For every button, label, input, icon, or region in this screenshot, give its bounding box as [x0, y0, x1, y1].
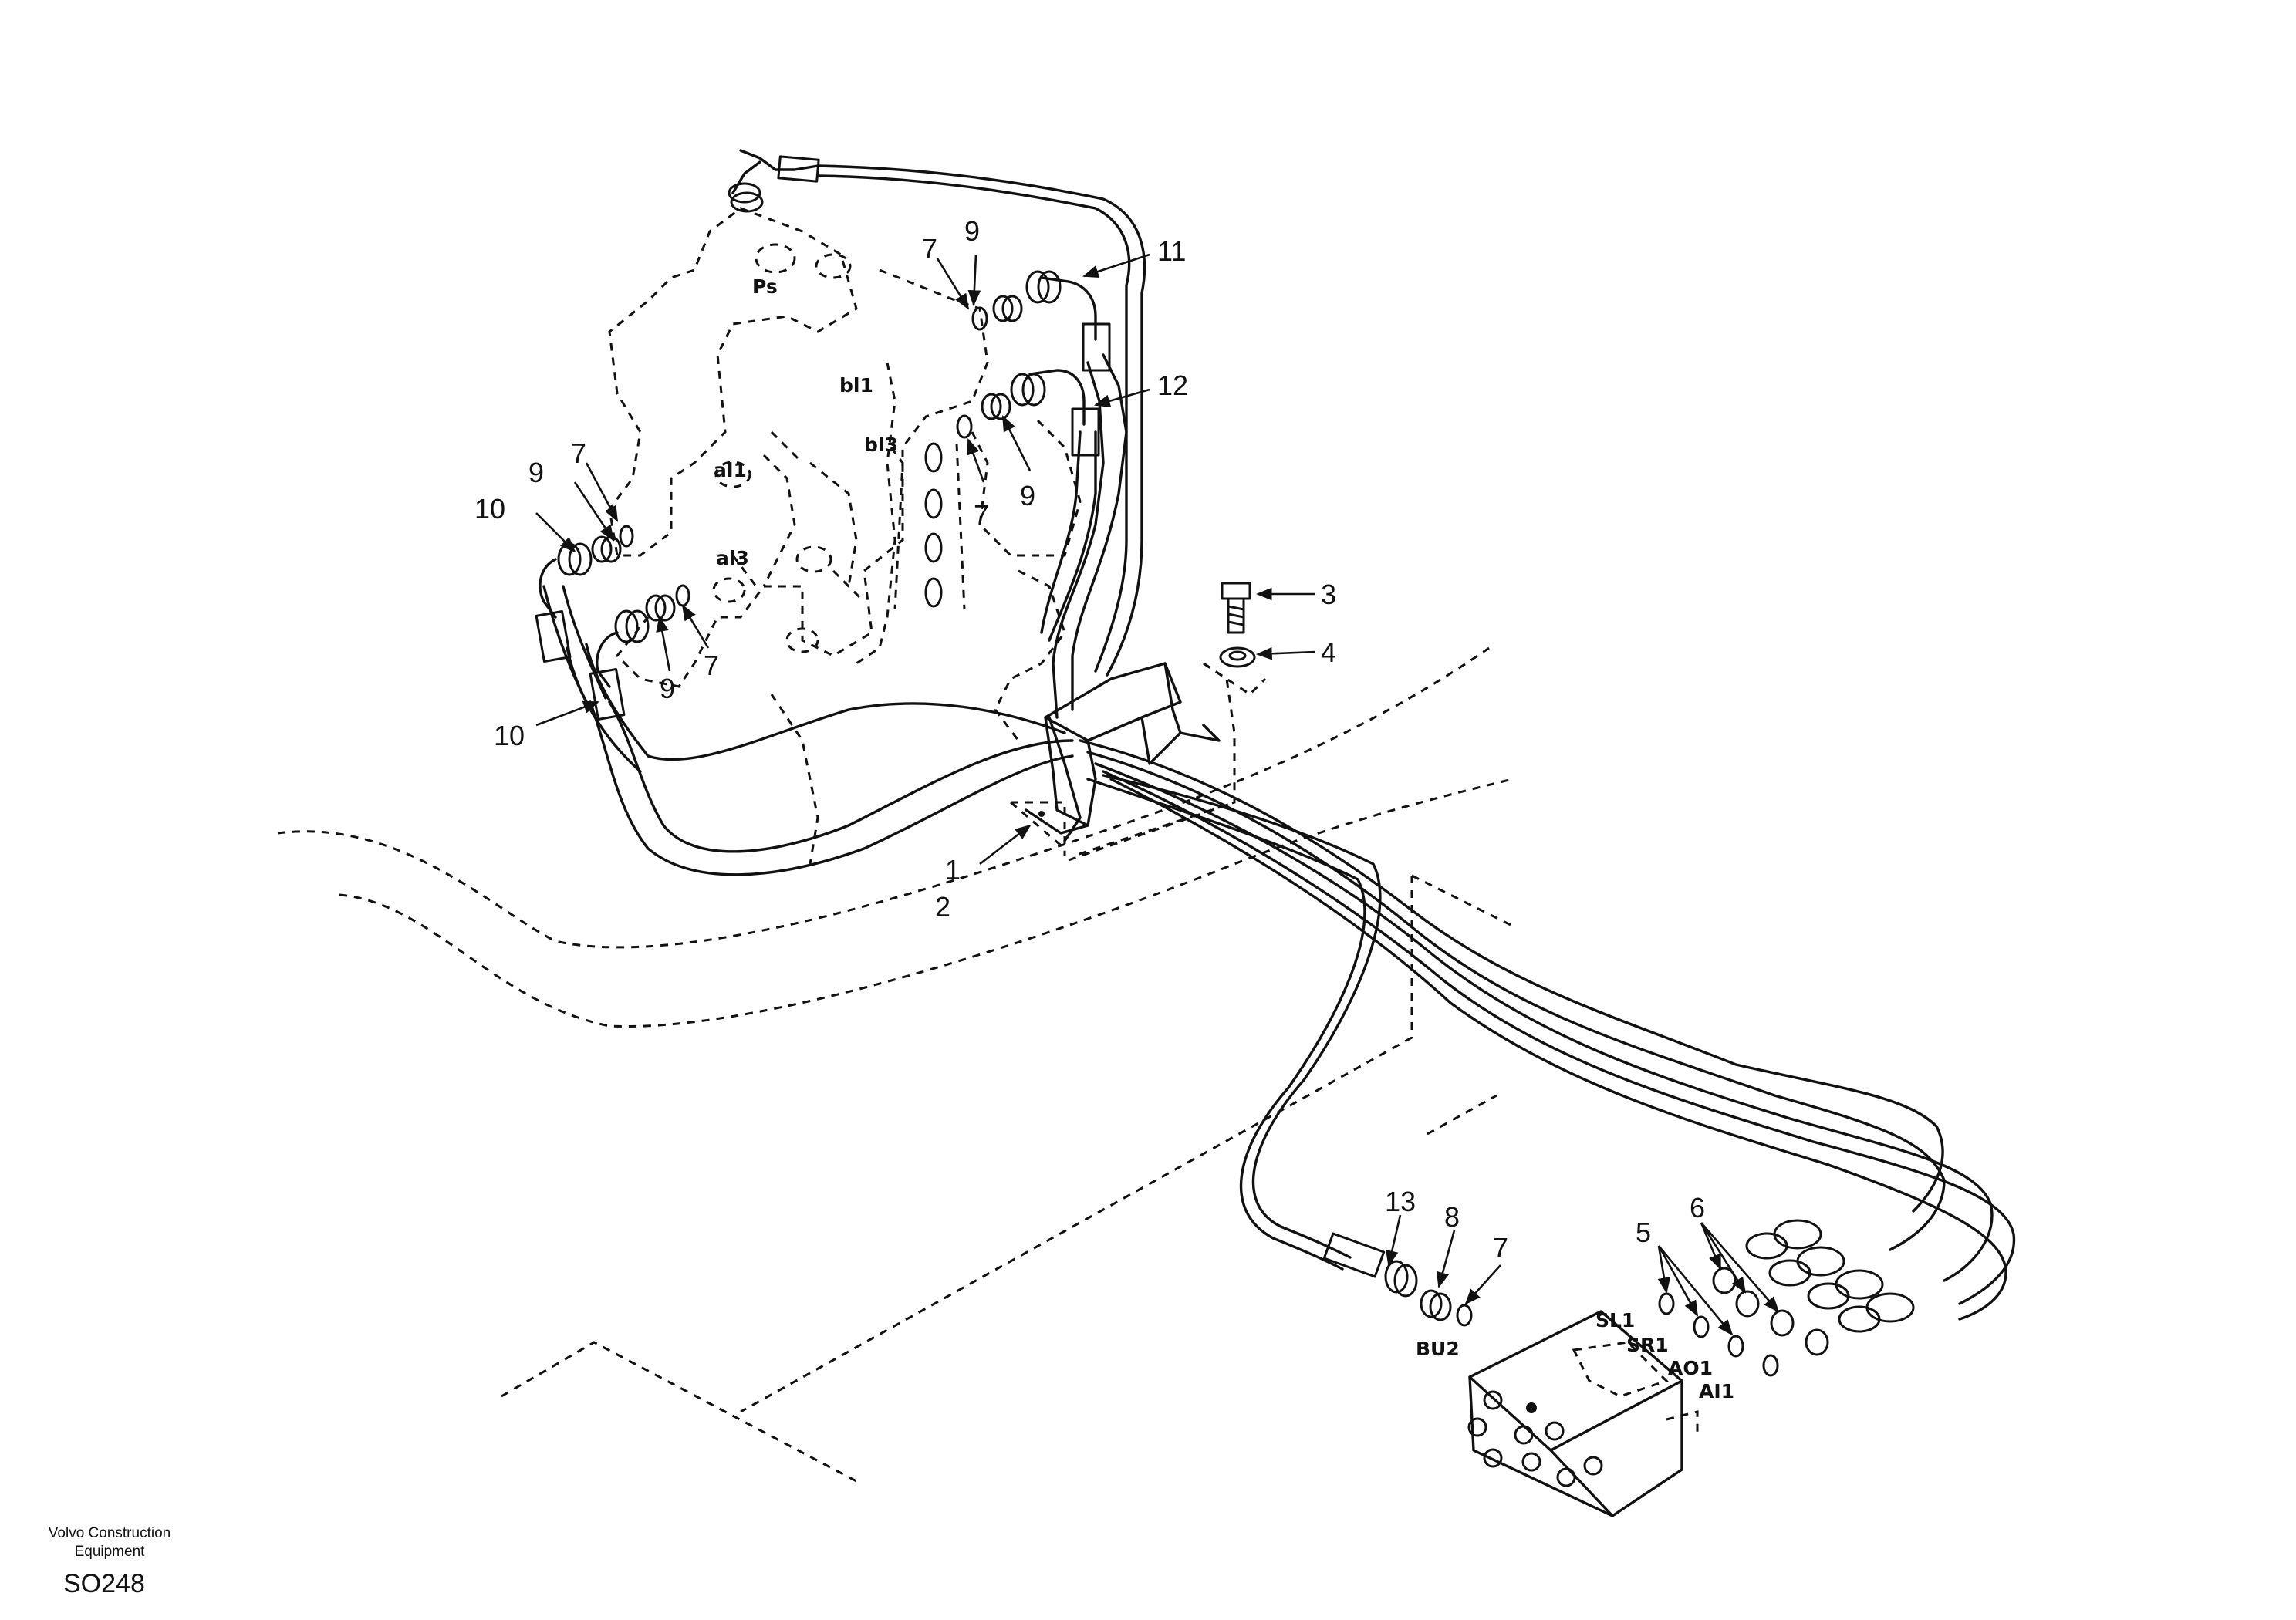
brand-line-1: Volvo Construction	[48, 1525, 171, 1541]
machine-outline-dashed	[277, 207, 1699, 1483]
callout-3: 3	[1321, 579, 1336, 610]
port-label-ao1: AO1	[1668, 1357, 1713, 1379]
hoses	[542, 164, 2016, 1321]
callout-13: 13	[1385, 1186, 1416, 1217]
callout-4: 4	[1321, 636, 1336, 668]
port-label-ai1: AI1	[1699, 1380, 1734, 1402]
port-label-ps: Ps	[752, 275, 778, 298]
callout-labels: 11 12 3 4 1 2 10 10 9 7 9 7 7 9 7 9 13 8…	[474, 215, 1705, 1264]
bolt-part-3	[1221, 582, 1251, 634]
callout-9-left-upper: 9	[528, 457, 544, 488]
manifold-port-bolts	[1467, 1390, 1603, 1487]
callout-5: 5	[1636, 1217, 1651, 1248]
port-label-sr1: SR1	[1626, 1334, 1669, 1356]
callout-7-left-upper: 7	[571, 437, 586, 469]
port-label-sl1: SL1	[1595, 1309, 1635, 1331]
diagram-code: SO248	[63, 1569, 145, 1598]
callout-6: 6	[1690, 1192, 1705, 1223]
callout-10-upper: 10	[474, 493, 505, 525]
callout-8: 8	[1444, 1201, 1460, 1233]
port-label-bl3: bl3	[864, 434, 898, 456]
brand-caption: Volvo Construction Equipment	[17, 1524, 202, 1561]
port-label-bu2: BU2	[1416, 1338, 1460, 1360]
hose-clamp-bracket	[1010, 662, 1267, 862]
callout-7-left-lower: 7	[704, 650, 719, 681]
brand-line-2: Equipment	[74, 1544, 145, 1560]
port-label-al3: al3	[716, 547, 749, 569]
callout-11: 11	[1157, 235, 1186, 267]
callout-7-mid: 7	[974, 499, 989, 531]
callout-9-left-lower: 9	[660, 673, 675, 704]
callout-12: 12	[1157, 370, 1188, 401]
callout-10-lower: 10	[494, 720, 525, 751]
manifold-block	[1467, 1310, 1683, 1517]
washer-part-4	[1219, 646, 1256, 668]
callout-7-bottom: 7	[1493, 1232, 1508, 1264]
hose-fittings	[535, 149, 1915, 1377]
port-label-al1: al1	[714, 459, 747, 481]
port-label-bl1: bl1	[839, 374, 873, 397]
callout-9-top: 9	[964, 215, 980, 247]
callout-9-mid: 9	[1020, 480, 1035, 511]
leader-lines	[535, 253, 1780, 1336]
valve-port-oval	[924, 442, 943, 473]
callout-1: 1	[945, 854, 961, 886]
callout-7-top: 7	[922, 233, 937, 265]
callout-2: 2	[935, 891, 950, 923]
port-labels: Ps bl1 bl3 al1 al3 BU2 SL1 SR1 AO1 AI1	[714, 275, 1734, 1402]
